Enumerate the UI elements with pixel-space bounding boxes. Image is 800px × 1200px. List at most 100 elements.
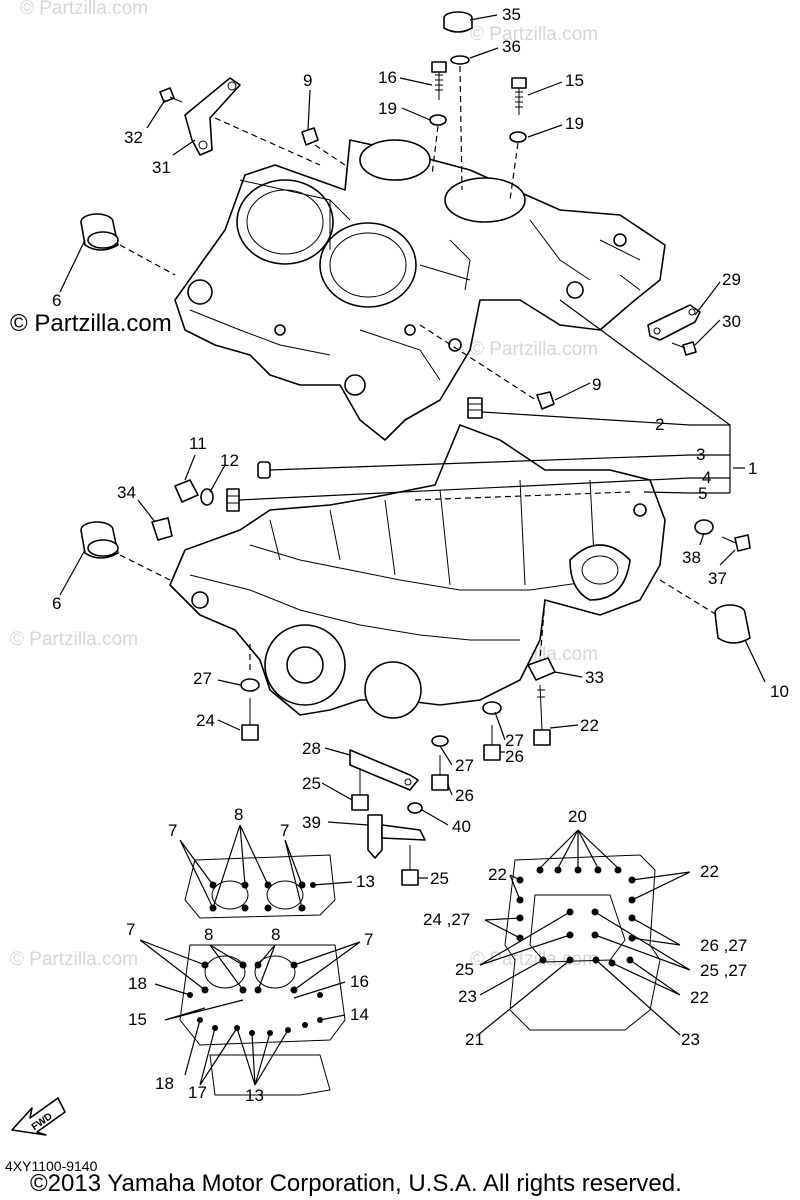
callout-18: 18 — [155, 1074, 174, 1093]
bolt-16 — [429, 61, 447, 176]
callout-5: 5 — [698, 484, 707, 503]
callout-6: 6 — [52, 594, 61, 613]
callout-27: 27 — [193, 669, 212, 688]
callout-30: 30 — [722, 312, 741, 331]
callout-9: 9 — [303, 71, 312, 90]
callout-10: 10 — [770, 682, 789, 701]
callout-13: 13 — [245, 1086, 264, 1105]
callout-18: 18 — [128, 974, 147, 993]
upper-crankcase — [174, 139, 666, 441]
oil-filler-cap — [443, 11, 473, 191]
lower-crankcase — [169, 424, 666, 719]
upper-case-bolt-dots — [187, 881, 323, 1036]
callout-19: 19 — [378, 99, 397, 118]
callout-14: 14 — [350, 1005, 369, 1024]
watermark-text: © Partzilla.com — [470, 24, 598, 45]
bracket-29 — [647, 304, 701, 356]
callout-31: 31 — [152, 158, 171, 177]
callout-8: 8 — [204, 925, 213, 944]
callout-11: 11 — [189, 434, 207, 453]
callout-22: 22 — [580, 716, 599, 735]
dowel-6-upper — [80, 213, 176, 276]
callout-19: 19 — [565, 114, 584, 133]
callout-26: 26 — [455, 786, 474, 805]
callout-25-27: 25 ,27 — [700, 961, 747, 980]
callout-25: 25 — [302, 774, 321, 793]
callout-23: 23 — [681, 1030, 700, 1049]
callout-2: 2 — [655, 415, 664, 434]
breather-parts — [349, 749, 426, 886]
callout-7: 7 — [168, 821, 177, 840]
plug-11 — [151, 479, 214, 541]
callout-13: 13 — [356, 872, 375, 891]
callout-16: 16 — [378, 68, 397, 87]
callout-8: 8 — [271, 925, 280, 944]
dowel-6-lower — [80, 521, 171, 581]
callout-1: 1 — [748, 459, 757, 478]
callout-29: 29 — [722, 270, 741, 289]
callout-3: 3 — [696, 445, 705, 464]
callout-7: 7 — [280, 821, 289, 840]
lower-case-leader-lines — [477, 829, 691, 1036]
callout-27: 27 — [455, 756, 474, 775]
callout-26: 26 — [505, 747, 524, 766]
callout-34: 34 — [117, 483, 136, 502]
plug-9-top — [301, 127, 346, 166]
callout-25: 25 — [430, 869, 449, 888]
callout-8: 8 — [234, 805, 243, 824]
callout-7: 7 — [126, 920, 135, 939]
callout-38: 38 — [682, 548, 701, 567]
part-code: 4XY1100-9140 — [5, 1158, 98, 1174]
watermark-text: © Partzilla.com — [470, 339, 598, 360]
callout-36: 36 — [502, 37, 521, 56]
watermarks: © Partzilla.com © Partzilla.com © Partzi… — [10, 0, 598, 970]
watermark-text: © Partzilla.com — [10, 949, 138, 970]
upper-case-leader-lines — [139, 824, 361, 1086]
callout-40: 40 — [452, 817, 471, 836]
callout-35: 35 — [502, 5, 521, 24]
callout-27: 27 — [505, 731, 524, 750]
bolt-22-long — [533, 684, 551, 746]
callout-15: 15 — [565, 71, 584, 90]
callout-6: 6 — [52, 291, 61, 310]
bolt-15 — [509, 77, 527, 201]
lower-case-bolt-pattern — [504, 854, 661, 1031]
partzilla-watermark: © Partzilla.com — [10, 310, 172, 337]
bracket-31 — [159, 77, 321, 166]
upper-case-bolt-pattern — [179, 854, 346, 1096]
callout-22: 22 — [700, 862, 719, 881]
assembly-leader-lines — [59, 14, 766, 879]
callout-20: 20 — [568, 807, 587, 826]
callout-33: 33 — [585, 668, 604, 687]
bolt-24 — [240, 640, 260, 741]
callout-4: 4 — [702, 468, 711, 487]
bolt-37 — [694, 519, 751, 552]
callout-17: 17 — [188, 1083, 207, 1102]
callout-22: 22 — [690, 988, 709, 1007]
callout-numbers: 35 36 16 19 15 19 9 32 31 6 29 30 9 2 3 … — [52, 5, 789, 1105]
callout-9: 9 — [592, 375, 601, 394]
watermark-text: © Partzilla.com — [470, 949, 598, 970]
callout-24-27: 24 ,27 — [423, 910, 470, 929]
callout-15: 15 — [128, 1010, 147, 1029]
callout-28: 28 — [302, 739, 321, 758]
callout-39: 39 — [302, 813, 321, 832]
callout-37: 37 — [708, 569, 727, 588]
callout-16: 16 — [350, 972, 369, 991]
watermark-text: © Partzilla.com — [20, 0, 148, 19]
callout-22: 22 — [488, 865, 507, 884]
callout-32: 32 — [124, 128, 143, 147]
fwd-arrow-icon: FWD — [11, 1097, 66, 1136]
callout-7: 7 — [364, 930, 373, 949]
callout-21: 21 — [465, 1030, 484, 1049]
dowel-10 — [659, 579, 751, 644]
copyright-notice: ©2013 Yamaha Motor Corporation, U.S.A. A… — [30, 1170, 682, 1197]
callout-26-27: 26 ,27 — [700, 936, 747, 955]
callout-25: 25 — [455, 960, 474, 979]
callout-23: 23 — [458, 987, 477, 1006]
bolts-26 — [431, 701, 502, 791]
plug-9-side — [419, 324, 555, 410]
watermark-text: © Partzilla.com — [10, 629, 138, 650]
callout-12: 12 — [220, 451, 239, 470]
